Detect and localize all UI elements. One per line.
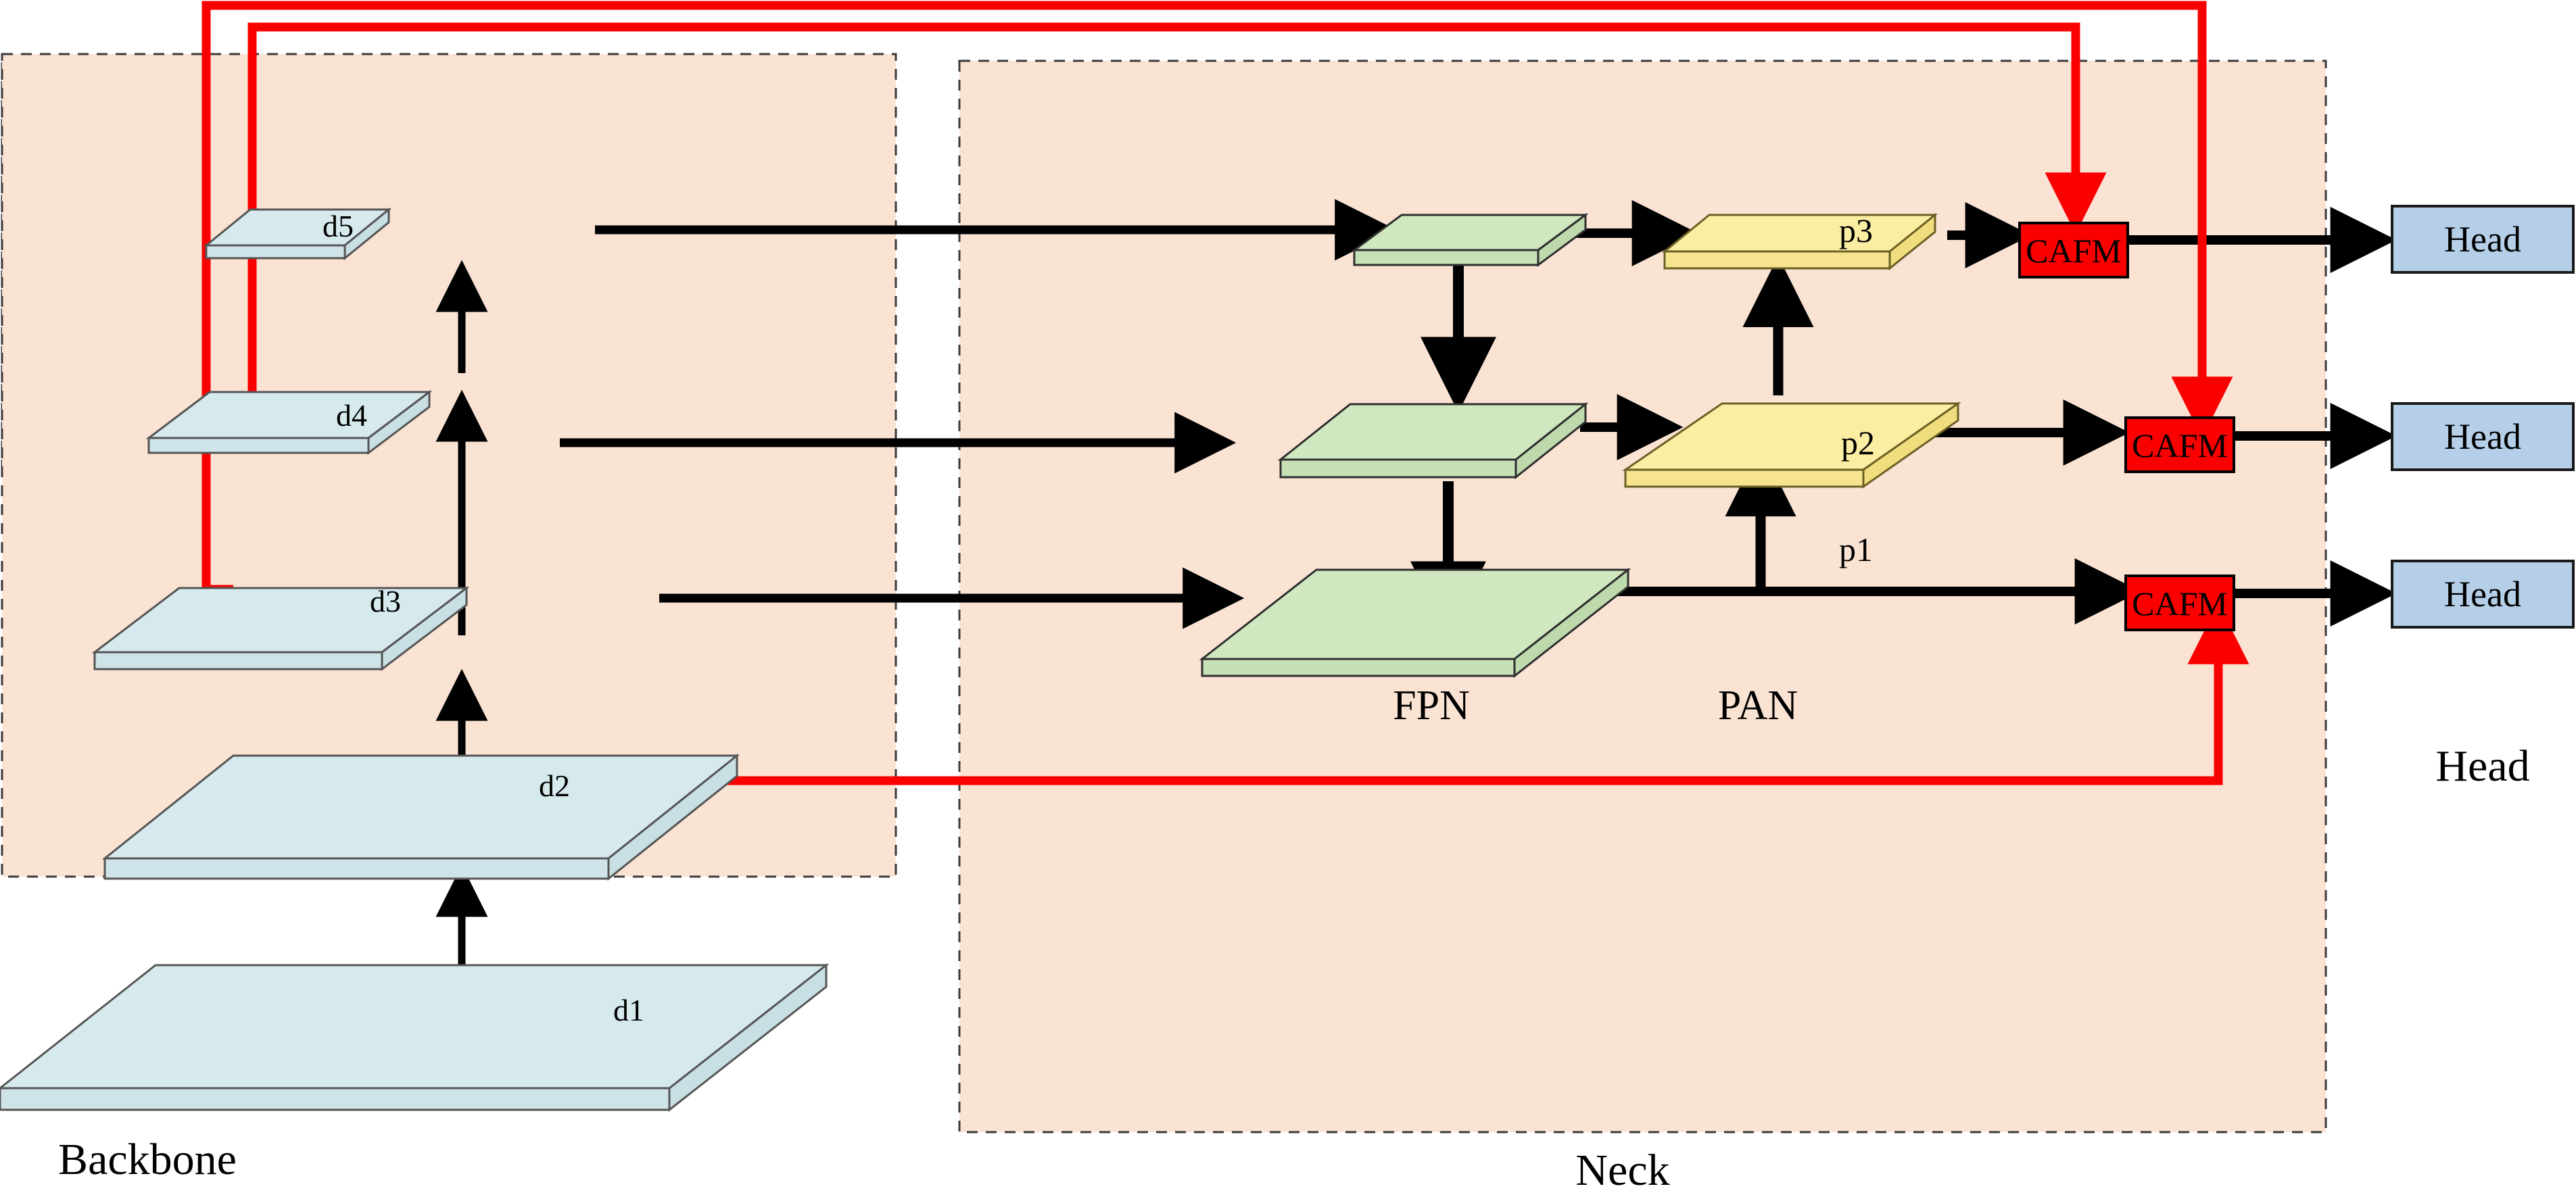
fpn-slab-mid <box>1277 401 1589 480</box>
slab-label-p3: p3 <box>1839 212 1873 249</box>
backbone-slab-d3 <box>91 585 470 672</box>
pan-caption: PAN <box>1718 683 1798 729</box>
slab-label-d5: d5 <box>323 209 354 243</box>
backbone-slab-d1 <box>0 962 830 1113</box>
slab-label-d2: d2 <box>539 768 570 803</box>
head-label-3: Head <box>2444 574 2521 614</box>
backbone-panel-body <box>1 53 897 878</box>
cafm-label-1: CAFM <box>2026 232 2122 270</box>
slab-label-d1: d1 <box>613 993 644 1027</box>
head-box-2[interactable] <box>2391 402 2575 471</box>
cafm-block-1[interactable] <box>2018 222 2129 278</box>
skip-d2-to-cafm3 <box>671 602 2249 785</box>
cafm-block-3[interactable] <box>2124 575 2235 631</box>
fpn-to-pan-arrows <box>1575 200 1698 460</box>
cafm-label-3: CAFM <box>2132 585 2228 622</box>
head-caption: Head <box>2435 741 2529 791</box>
cafm-to-head-arrows <box>2123 207 2397 627</box>
head-label-1: Head <box>2444 219 2521 260</box>
backbone-slab-d5 <box>203 207 392 261</box>
slab-label-d3: d3 <box>370 584 401 618</box>
fpn-slab-bottom <box>1199 567 1631 679</box>
cafm-label-2: CAFM <box>2132 426 2228 464</box>
head-box-1[interactable] <box>2391 205 2575 274</box>
pan-slab-p2 <box>1622 401 1961 489</box>
slab-label-p1: p1 <box>1839 531 1873 568</box>
cafm-block-2[interactable] <box>2124 416 2235 473</box>
backbone-slab-d4 <box>145 389 433 456</box>
head-box-3[interactable] <box>2391 560 2575 629</box>
fpn-slab-top <box>1351 213 1589 267</box>
slab-label-p2: p2 <box>1841 424 1875 462</box>
head-label-2: Head <box>2444 416 2521 457</box>
backbone-to-fpn-arrows <box>560 199 1397 629</box>
pan-slab-p3 <box>1661 212 1938 271</box>
pan-to-cafm-arrows <box>1934 202 2130 466</box>
slab-label-d4: d4 <box>336 398 367 433</box>
fpn-caption: FPN <box>1393 683 1470 729</box>
backbone-slab-d2 <box>101 753 740 881</box>
backbone-caption: Backbone <box>58 1135 237 1184</box>
neck-caption: Neck <box>1575 1146 1669 1195</box>
